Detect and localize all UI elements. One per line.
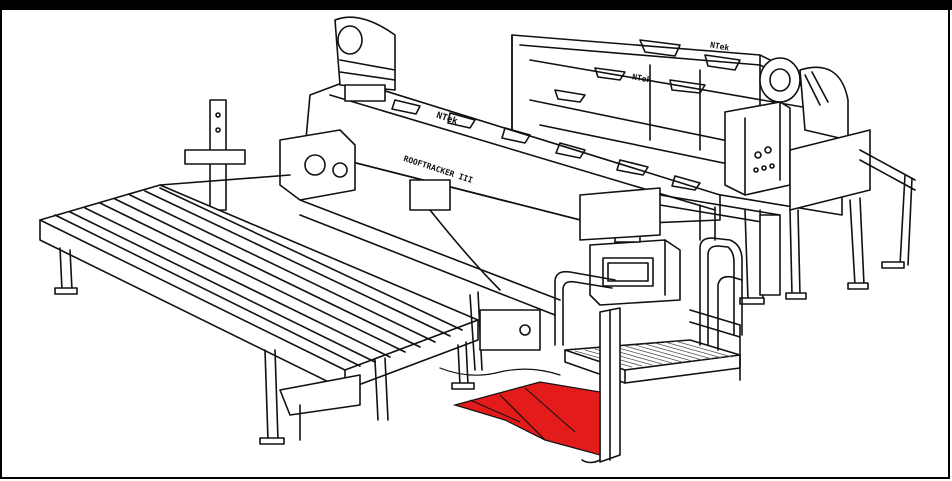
platform-railing [554,237,743,351]
left-motor [334,16,396,102]
left-gearbox [279,129,356,201]
floor-cable [439,367,561,376]
left-conveyor-table [39,174,479,445]
right-rollers [659,194,781,296]
control-cabinet [724,101,791,196]
top-border [0,0,952,10]
safety-mat [452,381,601,456]
right-stand [739,129,916,305]
operator-station [579,187,681,306]
center-subframe [299,179,561,371]
right-motor [759,57,849,141]
upright-post [184,99,246,211]
